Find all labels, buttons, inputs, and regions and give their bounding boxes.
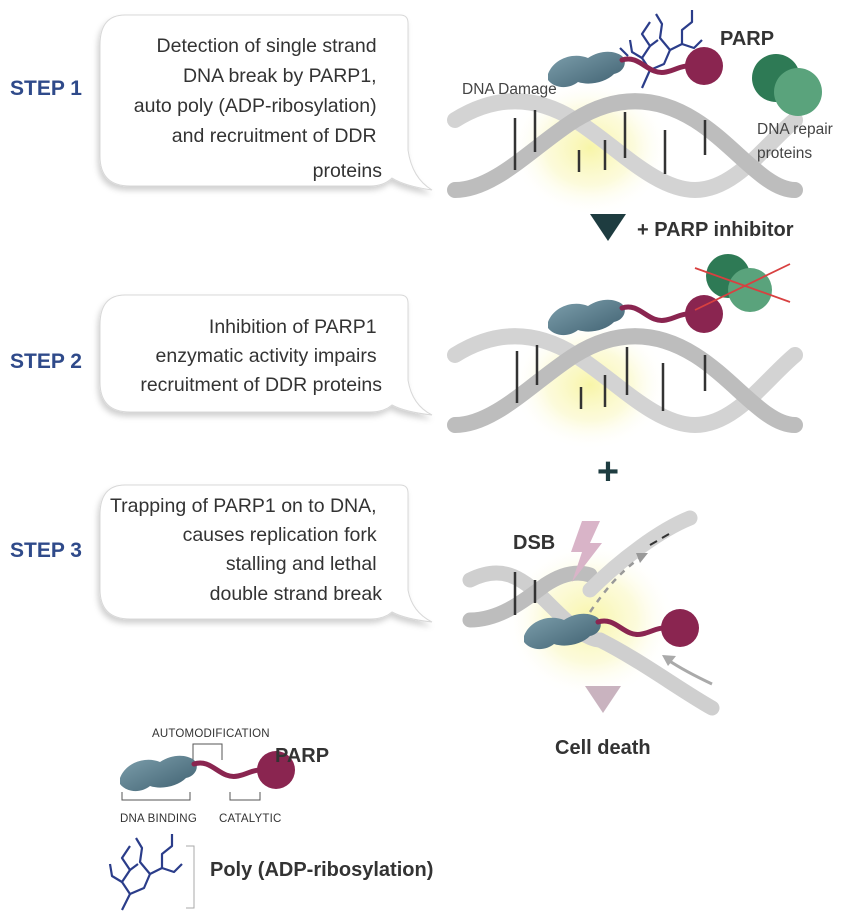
step3-label: STEP 3	[10, 539, 82, 562]
step2-dna-helix	[455, 336, 795, 425]
step2-label: STEP 2	[10, 350, 82, 373]
step1-dna-repair-proteins	[752, 54, 822, 116]
step1-bubble	[99, 14, 433, 191]
dsb-label: DSB	[513, 532, 555, 554]
legend-poly-adp-chain	[108, 834, 183, 911]
legend-dna-binding: DNA BINDING	[120, 813, 197, 825]
step1-text: Detection of single strand DNA break by …	[134, 35, 382, 182]
step2-blocked-repair-proteins	[694, 254, 791, 312]
step1-label: STEP 1	[10, 77, 82, 100]
legend: AUTOMODIFICATION PARP DNA BINDING CATALY…	[108, 728, 433, 911]
step3-bubble	[99, 484, 433, 623]
legend-parp-label: PARP	[275, 745, 329, 767]
step2-text: Inhibition of PARP1 enzymatic activity i…	[140, 316, 382, 396]
step1-dna-helix	[455, 101, 795, 190]
cell-death-label: Cell death	[555, 737, 651, 759]
dna-damage-label: DNA Damage	[462, 81, 557, 98]
step2-bubble	[99, 294, 433, 416]
legend-parp	[120, 751, 295, 791]
step1-poly-adp-chain	[619, 10, 703, 89]
parp-inhibitor-arrow	[590, 214, 626, 241]
legend-catalytic: CATALYTIC	[219, 813, 282, 825]
legend-automodification: AUTOMODIFICATION	[152, 728, 270, 740]
plus-sign: +	[597, 451, 619, 493]
parp-top-label: PARP	[720, 28, 774, 50]
cell-death-arrow	[585, 686, 621, 713]
legend-poly-adp-label: Poly (ADP-ribosylation)	[210, 859, 433, 881]
parp-inhibitor-label: + PARP inhibitor	[637, 219, 794, 241]
lightning-bolt-icon	[571, 521, 602, 582]
dna-repair-label: DNA repair proteins	[757, 121, 837, 162]
step2-glow	[512, 320, 668, 450]
step3-text: Trapping of PARP1 on to DNA, causes repl…	[110, 495, 382, 605]
